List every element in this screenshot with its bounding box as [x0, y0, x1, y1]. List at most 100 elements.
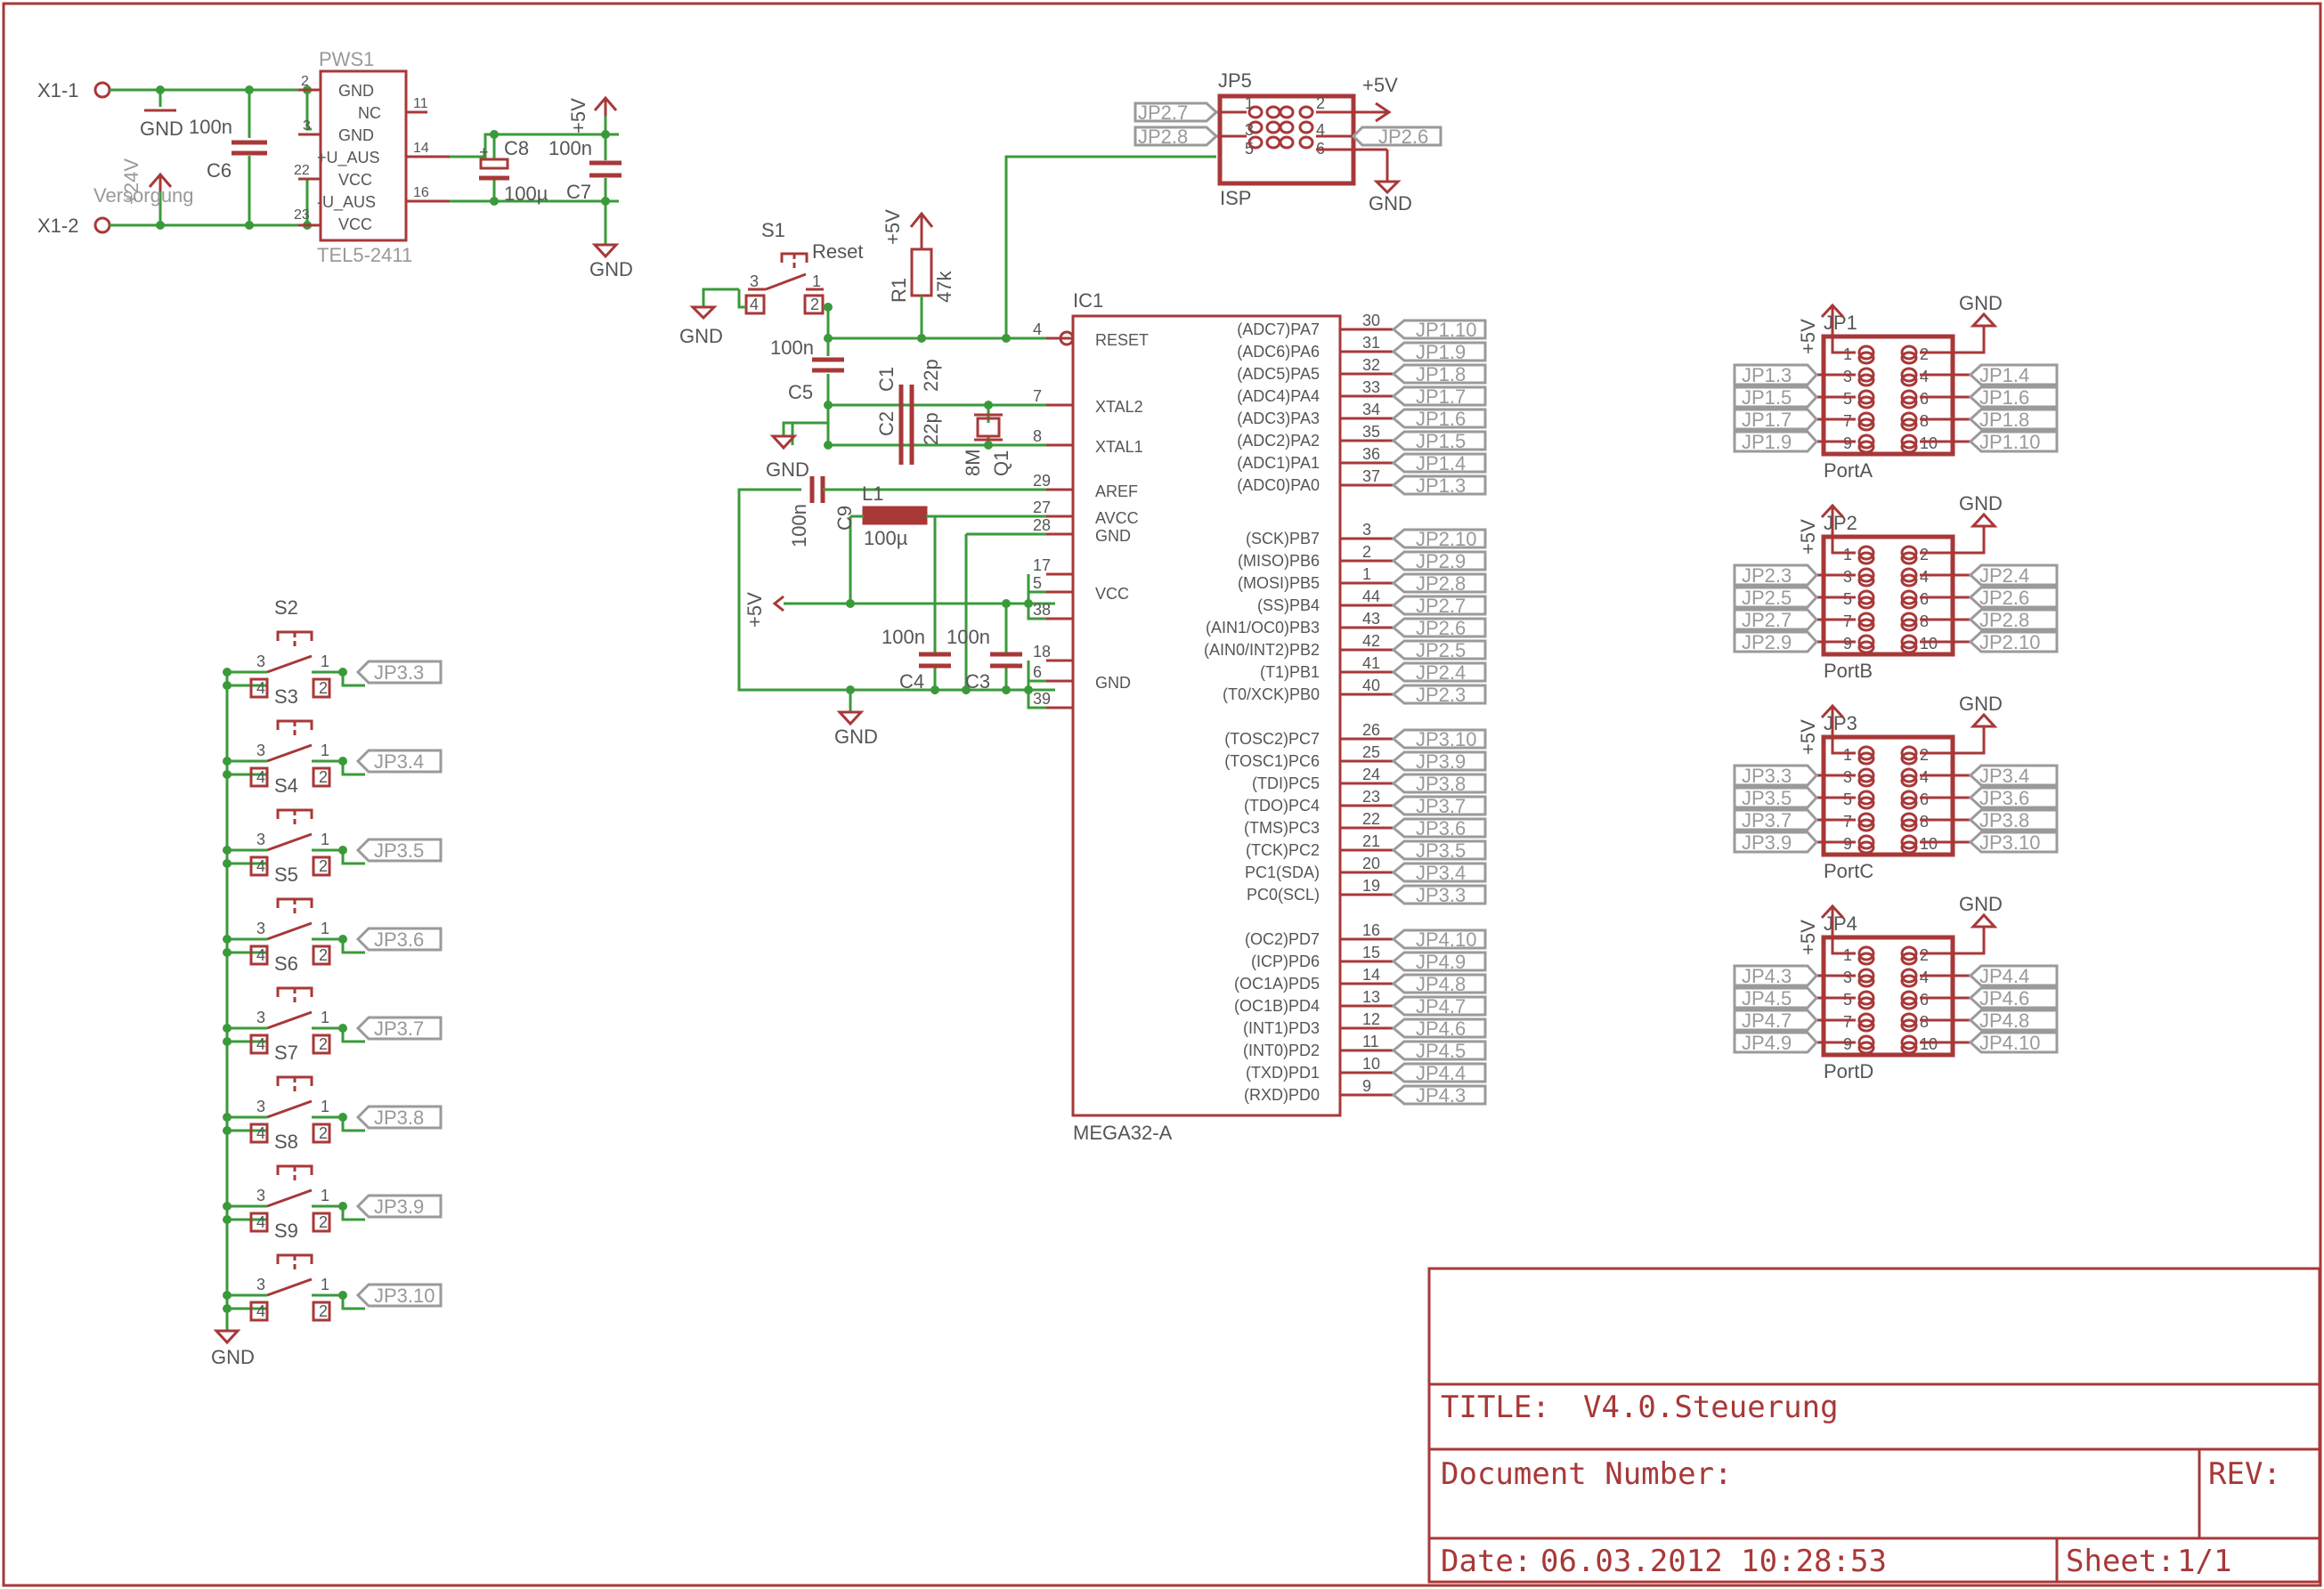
header-net-tag-label: JP4.3	[1742, 965, 1792, 987]
header-net-tag	[1733, 586, 1819, 609]
switch-name: S6	[274, 953, 298, 975]
c3-value: 100n	[947, 626, 990, 648]
header-net-tag	[1968, 986, 2059, 1009]
pin-hole	[1857, 1034, 1875, 1050]
pin-hole	[1857, 767, 1875, 783]
header-net-tag	[1733, 764, 1819, 787]
ic1-right-pin-label: (ADC0)PA0	[1237, 476, 1320, 494]
pin-num: 9	[1843, 434, 1852, 452]
header-net-tag	[1733, 408, 1819, 431]
pin-hole	[1857, 573, 1875, 588]
pin-num: 6	[1920, 390, 1929, 408]
header-net-tag-label: JP2.6	[1979, 587, 2029, 609]
switch-net-tag-label: JP3.8	[374, 1107, 424, 1129]
svg-text:11: 11	[413, 96, 428, 111]
ic1-net-tag	[1391, 572, 1487, 594]
header-net-tag	[1968, 764, 2059, 787]
junction	[223, 948, 232, 957]
pin-hole	[1900, 612, 1918, 628]
analog-section: GND +5V 100n C9 L1 100µ 100n C4 100n C3	[737, 476, 1055, 748]
pin-hole	[1857, 367, 1875, 383]
pws1-pin-labels: GND NC GND +U_AUS VCC -U_AUS VCC 2 11 3 …	[294, 74, 429, 233]
header-net-tag-label: JP4.7	[1742, 1009, 1792, 1032]
q1-name: Q1	[990, 450, 1012, 476]
ic1-net-tag	[1391, 1084, 1487, 1106]
ic1-net-tag	[1391, 617, 1487, 638]
clock-section: C1 22p C2 22p 8M Q1 GND	[766, 359, 1046, 481]
ic1-right-pin-num: 15	[1362, 944, 1380, 961]
ic1-right-pin-num: 35	[1362, 423, 1380, 441]
ic1-net-tag	[1391, 528, 1487, 549]
junction	[338, 1113, 347, 1122]
ic1-left-pin-num: 18	[1033, 643, 1051, 661]
pin-hole	[1857, 567, 1875, 583]
vcc-arrow	[1820, 904, 1845, 920]
ic1-name: IC1	[1073, 289, 1103, 312]
pin-num: 6	[1920, 590, 1929, 608]
pin-hole	[1900, 373, 1918, 387]
pin-num: 7	[1843, 412, 1852, 430]
svg-text:5: 5	[1245, 140, 1254, 158]
ic1-right-pin-label: (MISO)PB6	[1238, 552, 1320, 570]
header-net-tag	[1968, 831, 2059, 854]
junction	[338, 1202, 347, 1211]
pin-hole	[1857, 945, 1875, 961]
switch-net-tag-label: JP3.5	[374, 839, 424, 862]
header-net-tag-label: JP3.4	[1979, 765, 2029, 787]
port-header-port: PortC	[1824, 860, 1873, 882]
junction	[223, 1304, 232, 1313]
ic1-right-pin-label: (INT1)PD3	[1243, 1019, 1320, 1037]
pin-hole	[1857, 612, 1875, 628]
plus5v-label-power: +5V	[567, 98, 589, 134]
pin-hole	[1900, 952, 1918, 966]
switch-contact	[266, 1277, 313, 1297]
svg-text:1: 1	[1245, 94, 1254, 112]
ic1-right-pin-label: (MOSI)PB5	[1238, 574, 1320, 592]
ic1-right-pin-num: 24	[1362, 766, 1380, 783]
pws1-name: PWS1	[319, 48, 374, 70]
header-net-tag	[1733, 964, 1819, 987]
junction	[223, 1291, 232, 1300]
svg-text:22: 22	[294, 163, 310, 178]
port-header-port: PortB	[1824, 660, 1873, 682]
header-net-tag-label: JP3.10	[1979, 831, 2041, 854]
switch-pad-4	[249, 1301, 269, 1322]
header-net-tag-label: JP4.4	[1979, 965, 2029, 987]
pin-hole	[1900, 812, 1918, 828]
ic1-left-pin-label: AREF	[1095, 482, 1138, 500]
header-net-tag-label: JP1.3	[1742, 364, 1792, 386]
ic1-right-pin-label: (T0/XCK)PB0	[1223, 685, 1320, 703]
pin-num: 4	[1920, 368, 1929, 385]
pin-num: 5	[1843, 390, 1852, 408]
pin-num: 8	[1920, 813, 1929, 831]
switch-pad-2	[312, 1034, 331, 1055]
ic1-net-tag-label: JP1.5	[1416, 430, 1466, 452]
ic1-right-pin-label: (AIN1/OC0)PB3	[1206, 619, 1320, 636]
switch-wire-right	[312, 1204, 365, 1221]
gnd-line	[1920, 526, 1986, 555]
header-net-tag	[1968, 1031, 2059, 1054]
header-net-tag-label: JP2.3	[1742, 564, 1792, 587]
pin-hole	[1857, 1041, 1875, 1055]
header-gnd: GND	[1959, 292, 2003, 314]
isp-gnd: GND	[1369, 192, 1412, 215]
header-plus5v: +5V	[1797, 519, 1819, 555]
ic1-left-pin-num: 38	[1033, 601, 1051, 619]
ic1-right-pin-num: 41	[1362, 654, 1380, 672]
sheet-value: 1/1	[2177, 1544, 2231, 1579]
switch-pin: 2	[319, 857, 328, 875]
junction	[223, 1126, 232, 1135]
ic1-net-tag	[1391, 773, 1487, 794]
pin-hole	[1900, 351, 1918, 365]
switch-wire-right	[312, 1293, 365, 1310]
pin-hole	[1857, 418, 1875, 432]
pin-num: 7	[1843, 1013, 1852, 1031]
c6-name: C6	[207, 159, 232, 182]
ic1-right-pin-num: 21	[1362, 832, 1380, 850]
header-net-tag	[1968, 1009, 2059, 1032]
c5-name: C5	[788, 381, 813, 403]
header-net-tag-label: JP2.5	[1742, 587, 1792, 609]
c2-value: 22p	[920, 412, 942, 445]
ic1-right-pin-label: (ICP)PD6	[1251, 953, 1320, 970]
ic1-right-pin-label: (SCK)PB7	[1246, 530, 1320, 547]
